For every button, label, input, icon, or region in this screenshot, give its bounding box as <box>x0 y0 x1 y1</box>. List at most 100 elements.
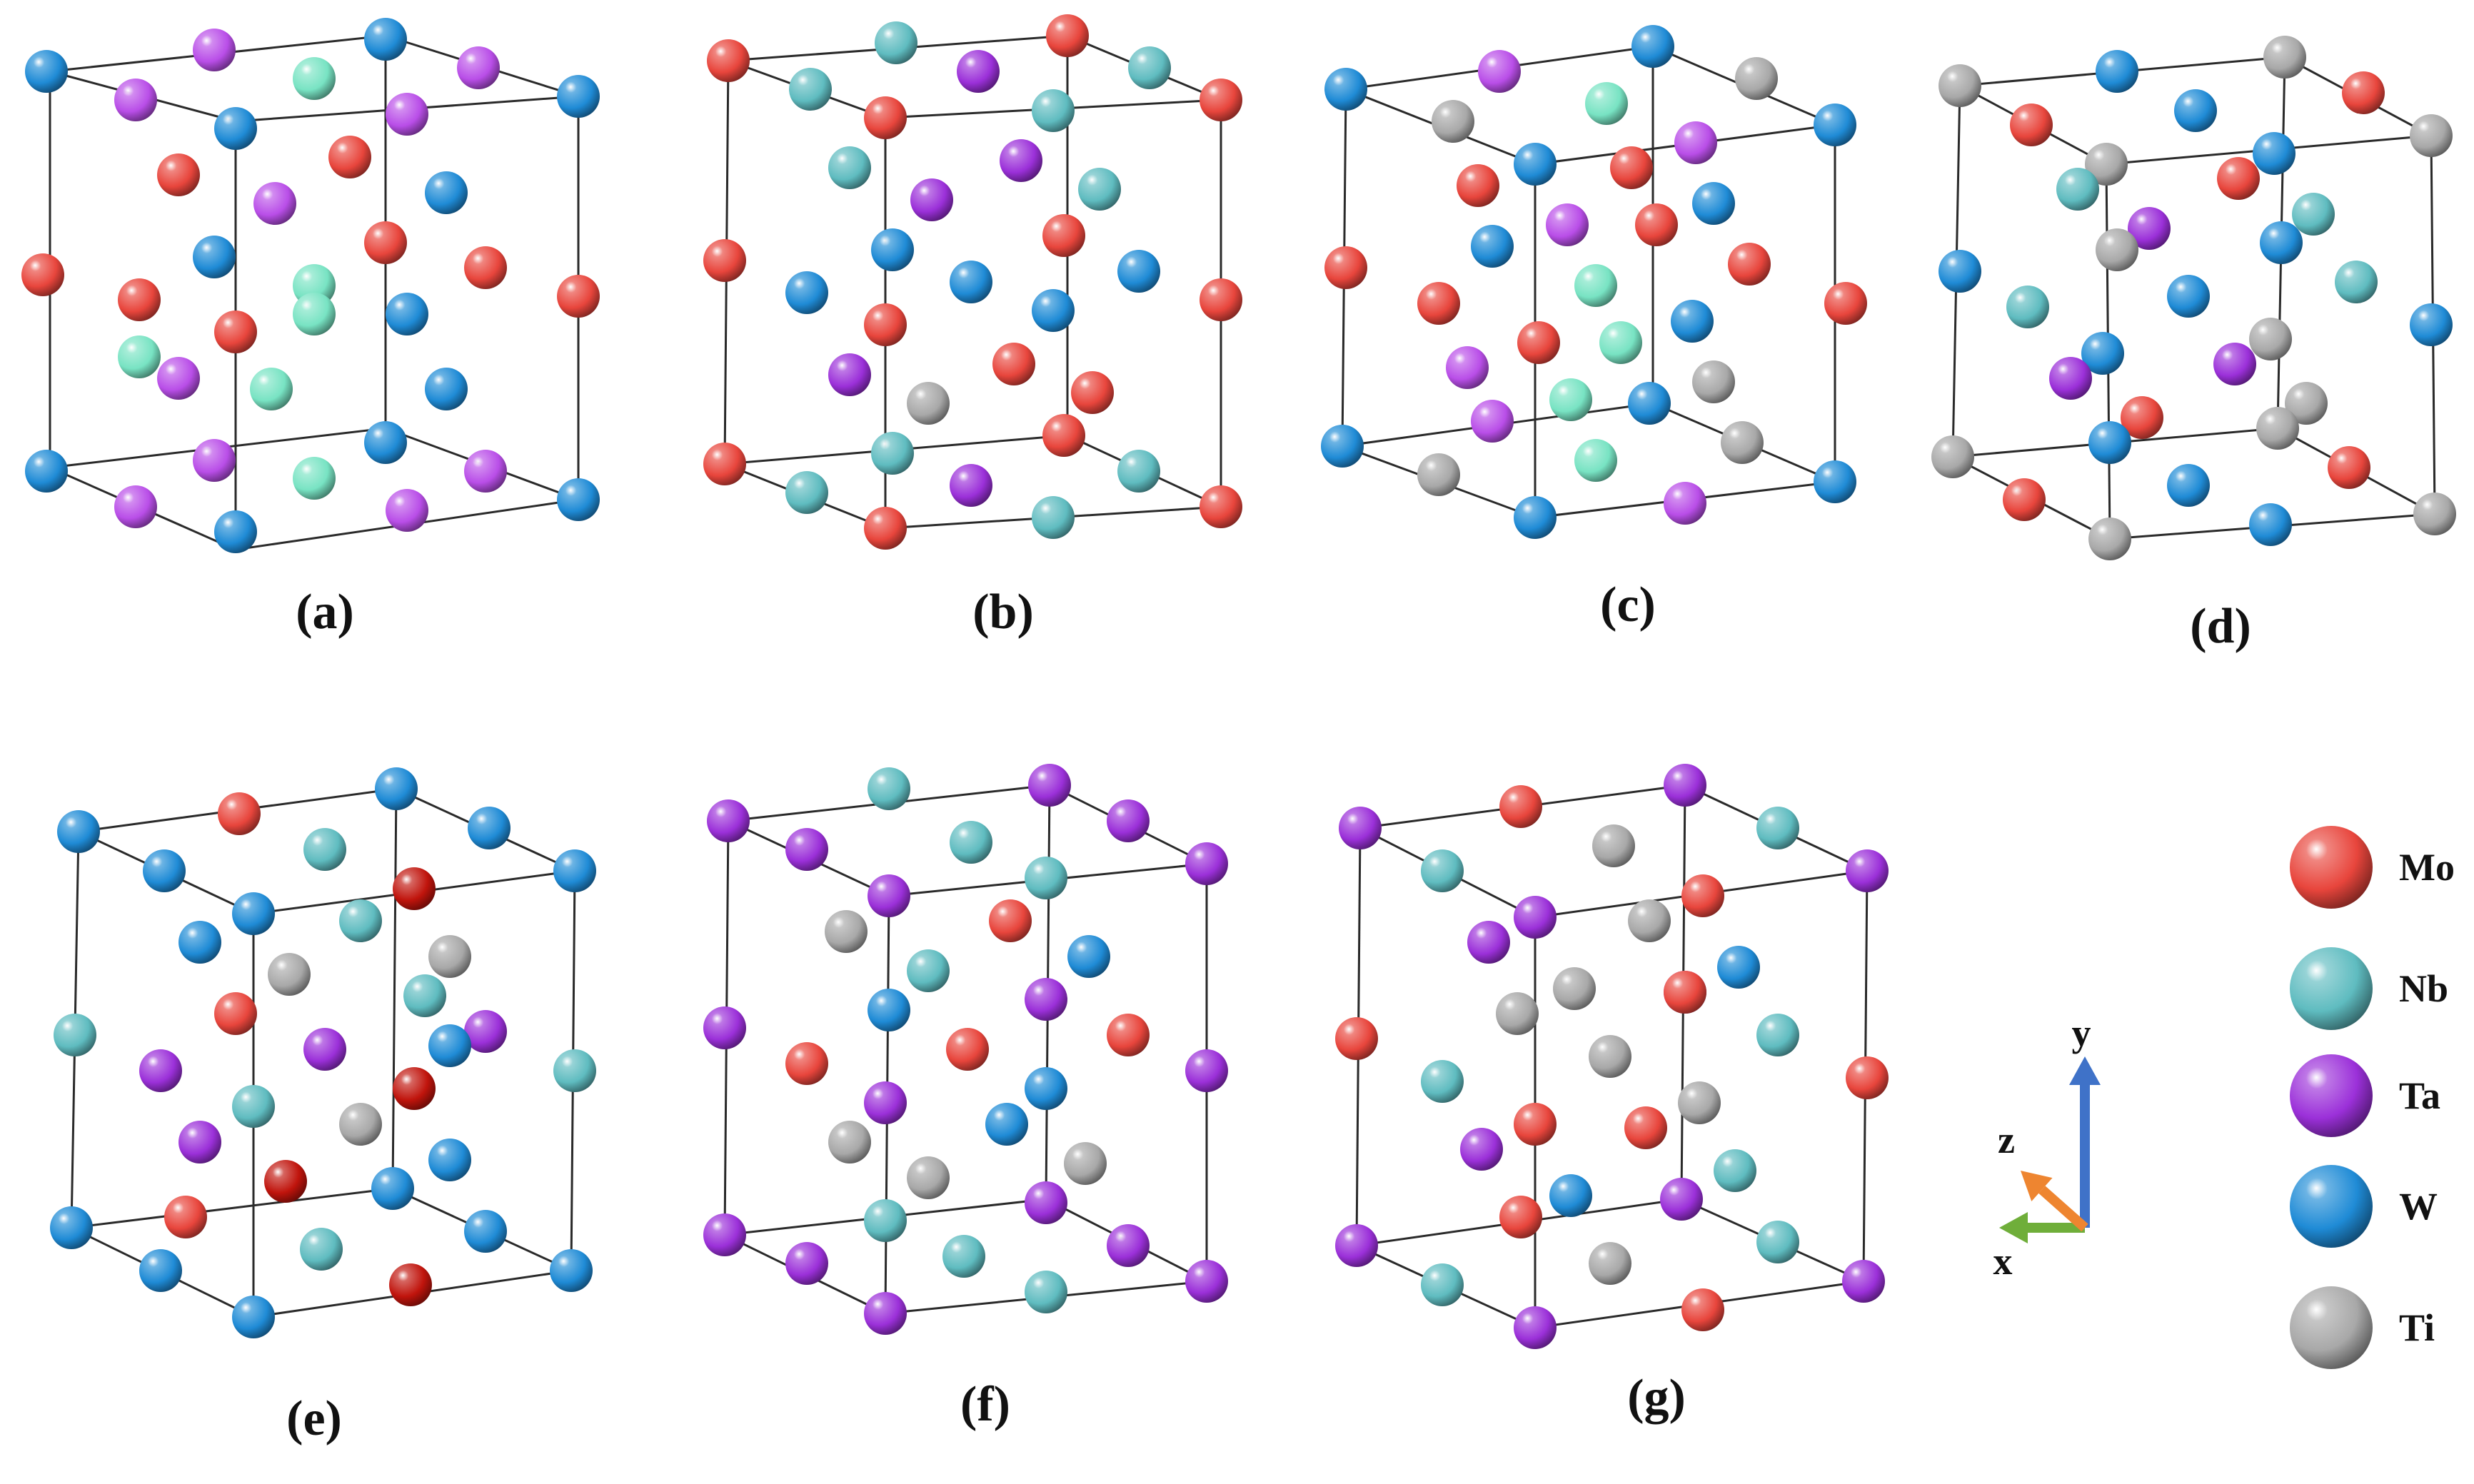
atom-w <box>468 807 511 849</box>
atom-w <box>1067 935 1110 978</box>
atom-mo <box>1514 1103 1557 1146</box>
atom-ti <box>1692 360 1735 403</box>
atom-ta <box>864 1081 907 1124</box>
legend-label: W <box>2399 1185 2438 1228</box>
atom-nb <box>1585 82 1628 125</box>
atom-mo <box>2342 71 2385 114</box>
atom-ta <box>1025 1181 1067 1224</box>
atom-ti <box>1496 992 1539 1035</box>
atom-nb <box>232 1085 275 1128</box>
atom-w <box>1032 289 1075 332</box>
atom-mo <box>1728 243 1771 286</box>
atom-ta <box>303 1028 346 1071</box>
atom-ta <box>464 1010 507 1053</box>
atom-ta <box>1546 203 1589 246</box>
atom-ti <box>1064 1142 1107 1185</box>
atom-nb <box>1574 264 1617 307</box>
atom-ta <box>178 1121 221 1164</box>
atom-mo <box>2217 157 2260 200</box>
atom-mo <box>1664 971 1706 1014</box>
atom-mo <box>21 253 64 296</box>
atom-w <box>375 767 418 810</box>
atom-ta <box>193 29 236 71</box>
atom-ti <box>1589 1242 1631 1285</box>
atom-mo <box>364 221 407 264</box>
atom-ta <box>1339 807 1382 849</box>
atom-mo <box>1042 214 1085 257</box>
atom-ta <box>1460 1128 1503 1171</box>
atom-ta <box>114 485 157 528</box>
atom-w <box>557 75 600 118</box>
atom-w <box>2174 89 2217 132</box>
atom-mo <box>1335 1017 1378 1060</box>
atom-nb <box>2056 168 2099 211</box>
atom-nb <box>2006 286 2049 328</box>
x-axis-label: x <box>1993 1240 2013 1283</box>
atom-ta <box>828 353 871 396</box>
atom-w <box>2167 464 2210 507</box>
atom-mo <box>1200 485 1242 528</box>
atom-w <box>1549 1174 1592 1217</box>
atom-nb <box>907 949 950 992</box>
atom-nb <box>950 821 992 864</box>
atoms <box>1931 36 2456 560</box>
atom-w <box>386 293 428 335</box>
legend-label: Mo <box>2399 846 2455 889</box>
atom-w <box>193 236 236 278</box>
atom-mo <box>1846 1056 1889 1099</box>
cell-edge <box>391 788 398 1189</box>
atom-nb <box>1421 849 1464 892</box>
atom-w <box>2081 332 2124 375</box>
atom-ti <box>1432 100 1474 143</box>
atoms <box>703 14 1242 550</box>
atom-ta <box>1446 346 1489 389</box>
atom-ta <box>1471 400 1514 443</box>
atom-w <box>1324 68 1367 111</box>
atom-ta <box>1107 799 1150 842</box>
atom-w <box>50 1206 93 1249</box>
atom-ta <box>1335 1224 1378 1267</box>
atom-mo <box>1071 371 1114 414</box>
atom-ti <box>907 382 950 425</box>
atoms <box>703 764 1228 1335</box>
atom-mo <box>1635 203 1678 246</box>
atom-nb <box>1421 1263 1464 1306</box>
legend-item-ta: Ta <box>2290 1054 2440 1137</box>
atom-nb <box>1025 857 1067 899</box>
atom-nb <box>2292 193 2335 236</box>
atom-ta <box>910 178 953 221</box>
atom-w <box>1514 143 1557 186</box>
atom-w <box>25 50 68 93</box>
atom-w <box>2167 275 2210 318</box>
atom-w <box>2096 50 2138 93</box>
atom-nb <box>1032 496 1075 539</box>
atom-ti <box>1553 967 1596 1010</box>
atom-ti <box>1931 435 1974 478</box>
atom-w <box>214 107 257 150</box>
atom-w <box>1025 1067 1067 1110</box>
atom-w <box>425 171 468 214</box>
atom-w <box>871 228 914 271</box>
atom-ta <box>464 450 507 493</box>
atom-ta <box>193 439 236 482</box>
atom-mo <box>1499 1196 1542 1238</box>
atom-ti <box>1417 453 1460 496</box>
atom-nb <box>293 293 336 335</box>
atom-w <box>143 849 186 892</box>
atom-ti <box>428 935 471 978</box>
atom-w <box>985 1103 1028 1146</box>
panel-label: (f) <box>960 1377 1010 1432</box>
panel-e: (e) <box>50 767 596 1446</box>
panel-label: (a) <box>296 585 354 640</box>
atom-w <box>232 892 275 935</box>
atom-ti <box>2256 407 2299 450</box>
atom-nb <box>1078 168 1121 211</box>
atom-w <box>428 1024 471 1067</box>
panel-c: (c) <box>1321 25 1867 632</box>
legend-swatch <box>2290 1054 2373 1137</box>
atom-w <box>364 18 407 61</box>
atom-w <box>364 421 407 464</box>
atom-nb <box>1117 450 1160 493</box>
